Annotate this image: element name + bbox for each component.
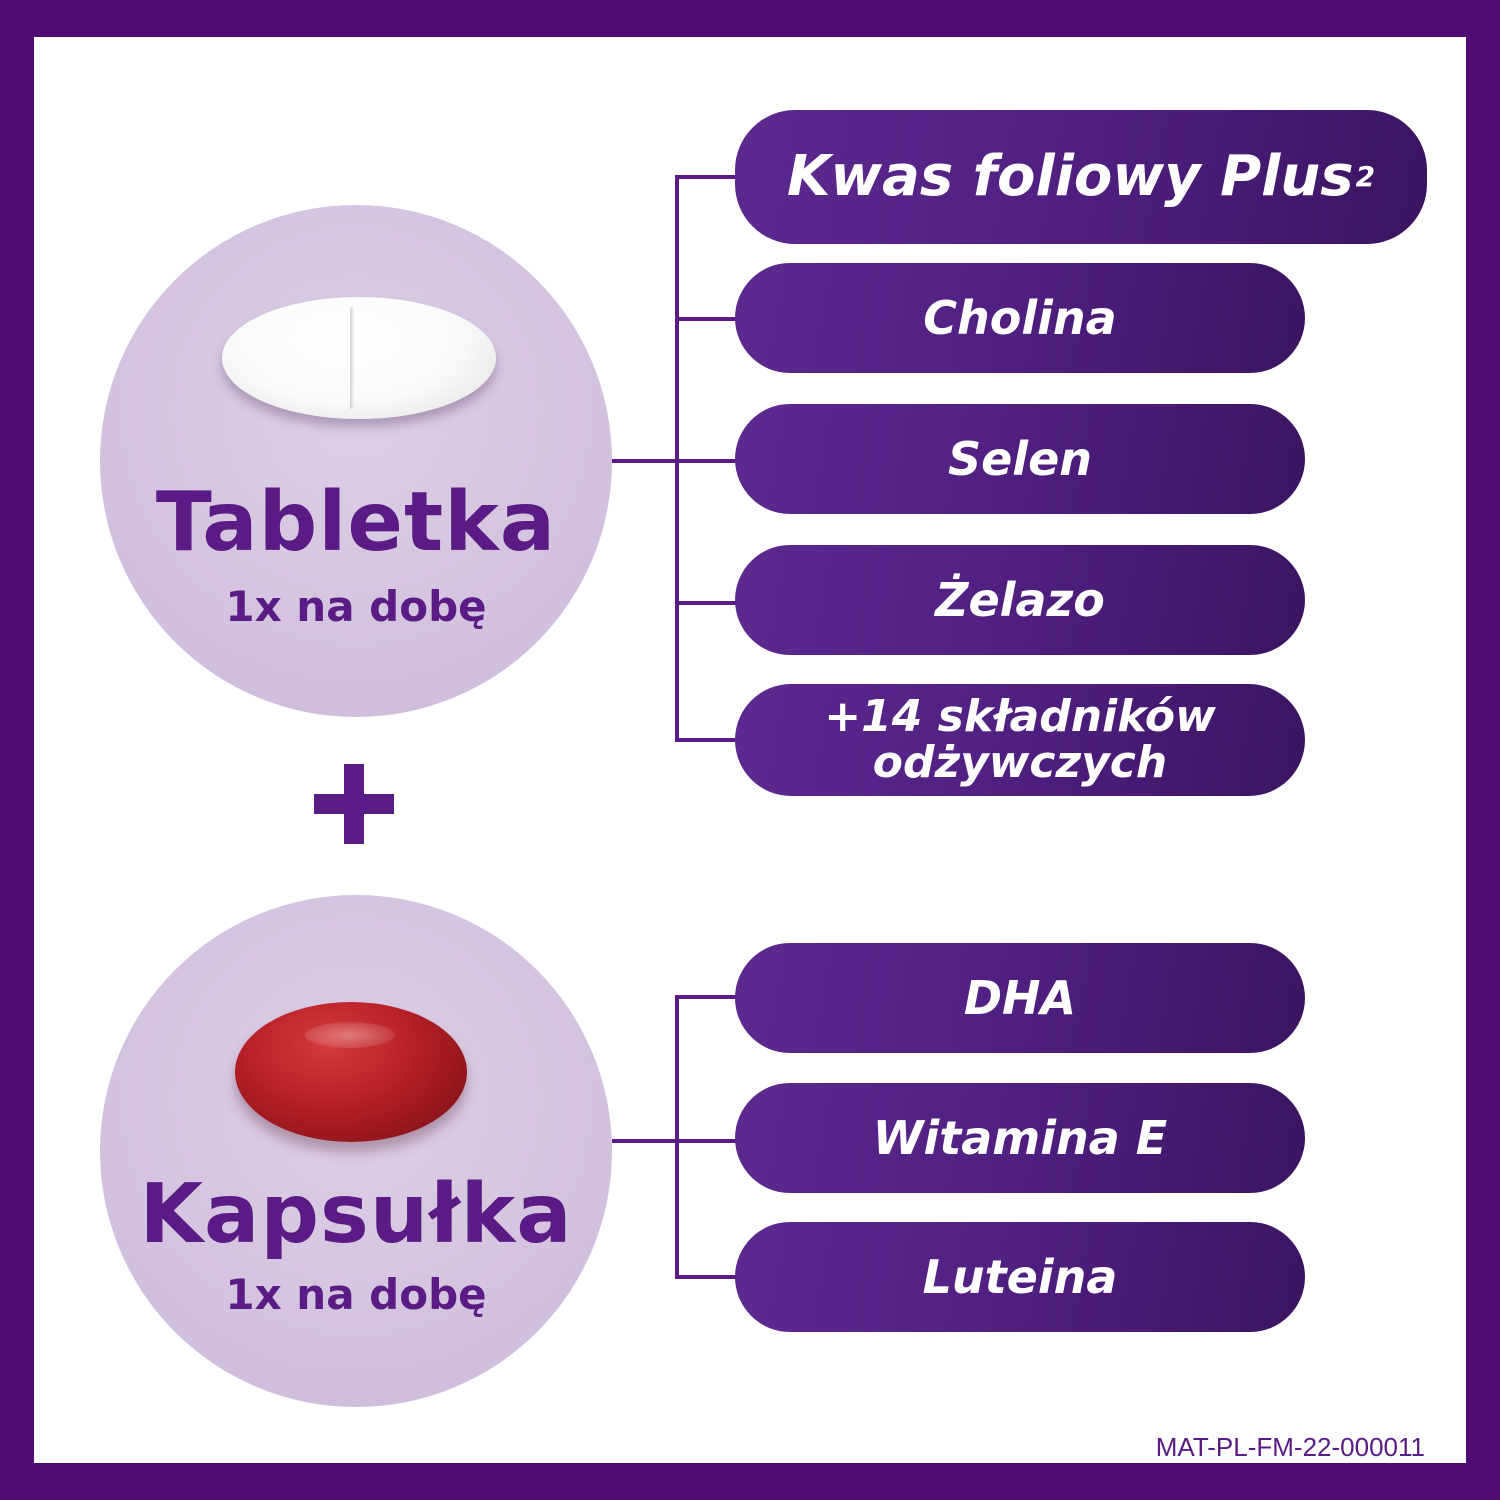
connector-skladniki xyxy=(675,738,737,742)
ingredient-pill-luteina: Luteina xyxy=(735,1222,1305,1332)
ingredient-label: Żelazo xyxy=(935,572,1105,627)
connector-dha xyxy=(675,995,737,999)
plus-icon-bar xyxy=(314,794,394,814)
tablet-circle xyxy=(100,205,612,717)
ingredient-label: Cholina xyxy=(923,290,1117,345)
ingredient-label: Witamina E xyxy=(872,1110,1168,1165)
material-code: MAT-PL-FM-22-000011 xyxy=(1155,1432,1425,1462)
capsule-icon xyxy=(235,1002,467,1142)
connector-witamina-e xyxy=(675,1139,737,1143)
capsule-connector-horizontal xyxy=(612,1139,677,1143)
capsule-title: Kapsułka xyxy=(139,1167,573,1262)
ingredient-label: DHA xyxy=(963,970,1077,1025)
tablet-dosage: 1x na dobę xyxy=(225,582,487,631)
connector-zelazo xyxy=(675,601,737,605)
ingredient-label: Selen xyxy=(947,431,1093,486)
capsule-connector-vertical xyxy=(675,995,679,1279)
ingredient-label: Kwas foliowy Plus xyxy=(786,143,1354,209)
capsule-dosage: 1x na dobę xyxy=(225,1270,487,1319)
ingredient-pill-zelazo: Żelazo xyxy=(735,545,1305,655)
connector-selen xyxy=(675,459,737,463)
ingredient-label: Luteina xyxy=(922,1249,1118,1304)
ingredient-pill-selen: Selen xyxy=(735,404,1305,514)
tablet-connector-horizontal xyxy=(612,459,677,463)
ingredient-pill-dha: DHA xyxy=(735,943,1305,1053)
tablet-connector-vertical xyxy=(675,175,679,742)
ingredient-label: +14 składników odżywczych xyxy=(824,690,1216,788)
connector-kwas xyxy=(675,175,737,179)
capsule-circle xyxy=(100,895,612,1407)
ingredient-pill-cholina: Cholina xyxy=(735,263,1305,373)
ingredient-pill-witamina-e: Witamina E xyxy=(735,1083,1305,1193)
tablet-icon xyxy=(222,297,496,419)
ingredient-pill-skladniki: +14 składników odżywczych xyxy=(735,684,1305,796)
footnote-marker: 2 xyxy=(1355,160,1376,194)
connector-luteina xyxy=(675,1275,737,1279)
tablet-title: Tabletka xyxy=(155,475,557,570)
connector-cholina xyxy=(675,317,737,321)
